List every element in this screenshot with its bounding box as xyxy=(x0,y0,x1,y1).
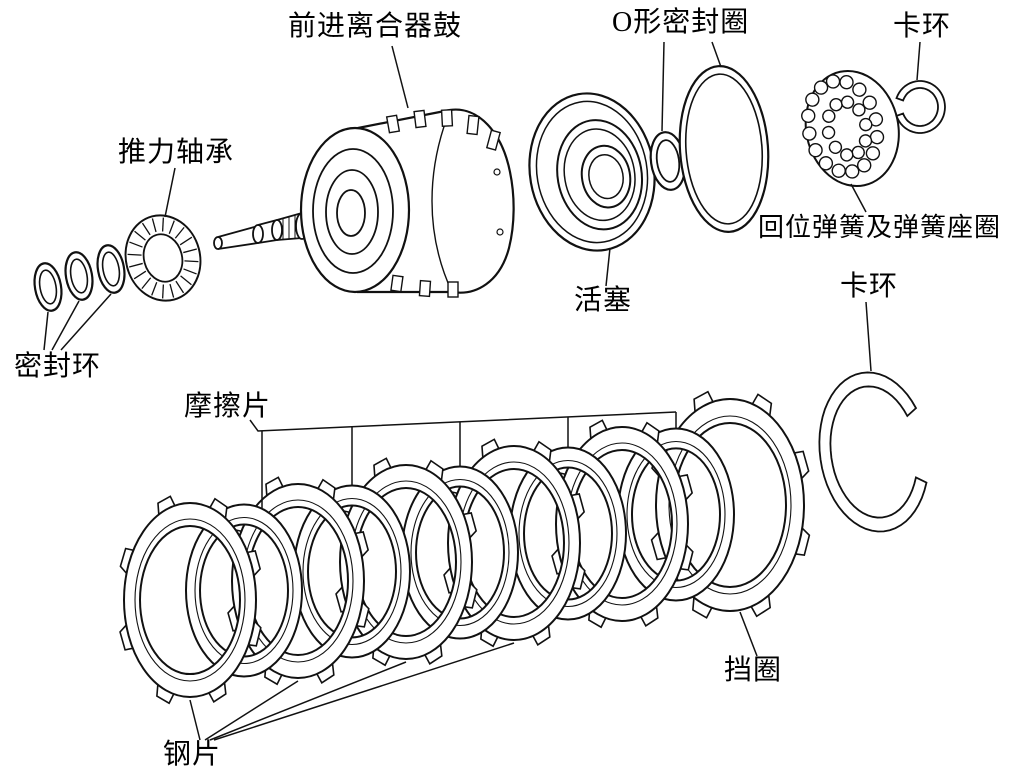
thrust-bearing xyxy=(124,214,202,302)
label-retaining-ring: 挡圈 xyxy=(724,655,783,686)
steel-plate xyxy=(119,495,262,705)
label-thrust-bearing: 推力轴承 xyxy=(118,137,235,168)
label-forward-clutch-drum: 前进离合器鼓 xyxy=(288,11,463,42)
seal-rings xyxy=(33,244,126,312)
label-snap-ring-right: 卡环 xyxy=(840,271,899,302)
snap-ring-large xyxy=(818,371,928,533)
clutch-plate-stack xyxy=(119,390,811,705)
forward-clutch-drum xyxy=(213,108,515,298)
piston xyxy=(528,92,656,252)
label-o-ring-seal: O形密封圈 xyxy=(612,7,750,38)
o-ring-large xyxy=(678,65,770,233)
return-spring-assembly xyxy=(801,69,900,188)
label-seal-ring: 密封环 xyxy=(14,351,102,382)
label-steel-plate: 钢片 xyxy=(163,739,222,770)
label-snap-ring-top: 卡环 xyxy=(893,11,952,42)
snap-ring-small xyxy=(895,80,946,134)
leader-lines xyxy=(43,41,921,741)
label-piston: 活塞 xyxy=(574,285,633,316)
label-friction-plate: 摩擦片 xyxy=(184,391,272,422)
label-return-spring-and-seat: 回位弹簧及弹簧座圈 xyxy=(758,213,1002,242)
